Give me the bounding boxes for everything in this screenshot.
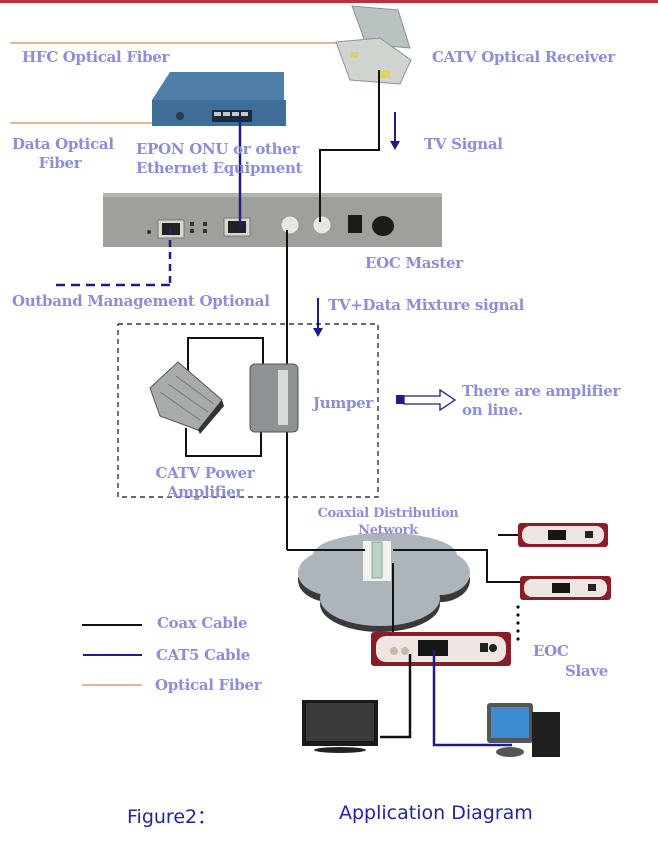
data-optical-fiber-label-line2: Fiber: [38, 154, 82, 172]
legend-cat5-label: CAT5 Cable: [156, 646, 250, 664]
amplifier-note-label: There are amplifier on line.: [462, 382, 620, 420]
data-optical-fiber-label: Data Optical Fiber: [12, 135, 114, 173]
amplifier-note-line1: There are amplifier: [462, 382, 621, 400]
coaxial-network-line1: Coaxial Distribution: [317, 506, 459, 521]
coax-splitter-to-slave2: [393, 549, 520, 583]
catv-power-amplifier-label: CATV Power Amplifier: [150, 464, 260, 502]
eoc-slave-label-line1: EOC: [533, 642, 569, 660]
amplifier-note-line2: on line.: [462, 401, 523, 419]
top-border: [0, 0, 658, 3]
legend-fiber-label: Optical Fiber: [155, 676, 262, 694]
tv-signal-arrow: [390, 112, 400, 150]
eoc-slave-device-1: [518, 523, 608, 547]
coaxial-distribution-network-label: Coaxial Distribution Network: [308, 505, 468, 539]
coax-amp-loop-bottom: [185, 428, 262, 457]
coaxial-network-cloud: [298, 533, 470, 632]
amplifier-note-arrow: [396, 388, 457, 412]
mixture-signal-arrow: [313, 298, 323, 337]
catv-power-amplifier-device: [149, 361, 224, 434]
epon-onu-label-line2: Ethernet Equipment: [136, 159, 303, 177]
cat5-slave-to-pc: [432, 650, 512, 747]
outband-management-label: Outband Management Optional: [12, 292, 270, 310]
epon-onu-device: [152, 72, 286, 126]
coax-slave-to-tv: [380, 654, 412, 739]
pc-device: [487, 703, 560, 757]
tv-signal-label: TV Signal: [424, 135, 503, 153]
catv-power-amplifier-line1: CATV Power: [155, 464, 255, 482]
coax-receiver-to-master: [319, 70, 380, 222]
figure-number: Figure2：: [127, 806, 217, 828]
epon-onu-label: EPON ONU or other Ethernet Equipment: [136, 140, 302, 178]
eoc-master-device: [103, 193, 442, 247]
eoc-slave-device-main: [371, 632, 511, 666]
catv-optical-receiver-device: [335, 5, 412, 85]
amplifier-dashed-box: [117, 323, 379, 498]
mixture-signal-label: TV+Data Mixture signal: [328, 296, 525, 314]
catv-optical-receiver-label: CATV Optical Receiver: [432, 48, 615, 66]
eoc-slave-device-2: [520, 576, 611, 600]
eoc-master-label: EOC Master: [365, 254, 463, 272]
hfc-optical-fiber-label: HFC Optical Fiber: [22, 48, 170, 66]
jumper-label: Jumper: [313, 394, 374, 412]
coax-amp-loop-top: [187, 337, 264, 380]
eoc-slave-label-line2: Slave: [565, 662, 609, 680]
tv-device: [302, 700, 378, 753]
legend-coax-label: Coax Cable: [157, 614, 248, 632]
coaxial-network-line2: Network: [358, 523, 418, 538]
jumper-device: [249, 363, 299, 433]
epon-onu-label-line1: EPON ONU or other: [136, 140, 300, 158]
data-optical-fiber-label-line1: Data Optical: [12, 135, 114, 153]
figure-title: Application Diagram: [339, 802, 533, 824]
catv-power-amplifier-line2: Amplifier: [166, 483, 244, 501]
eoc-slave-ellipsis: [516, 605, 520, 641]
